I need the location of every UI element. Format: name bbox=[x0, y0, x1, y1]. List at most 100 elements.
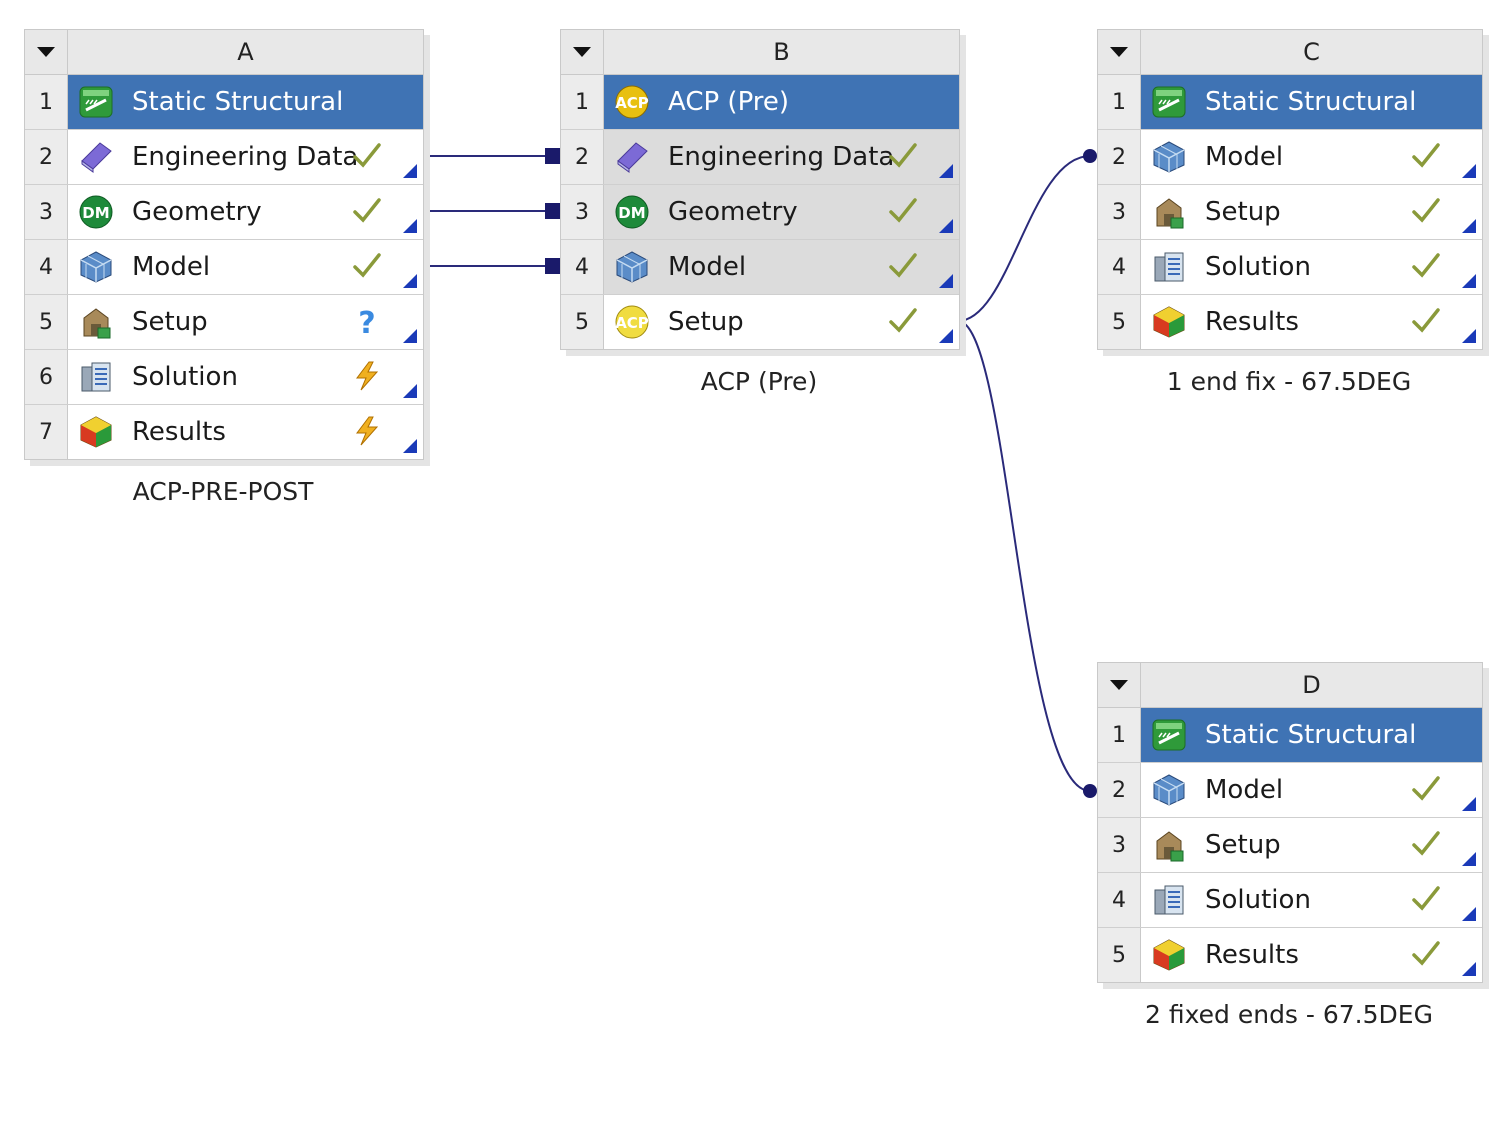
corner-marker-icon bbox=[1462, 852, 1476, 866]
cell-solution[interactable]: Solution bbox=[68, 350, 423, 404]
row-number: 3 bbox=[1098, 185, 1141, 239]
engineering-data-icon bbox=[612, 137, 652, 177]
row-number: 7 bbox=[25, 405, 68, 459]
check-icon-graphic bbox=[1410, 250, 1442, 282]
check-icon-graphic bbox=[351, 140, 383, 172]
model-icon-graphic bbox=[1151, 139, 1187, 175]
corner-marker-icon bbox=[1462, 329, 1476, 343]
model-icon-graphic bbox=[614, 249, 650, 285]
question-icon bbox=[349, 303, 385, 339]
corner-marker-icon bbox=[939, 329, 953, 343]
cell-label: Geometry bbox=[668, 197, 798, 227]
check-icon-graphic bbox=[887, 305, 919, 337]
cell-geometry-dm[interactable]: Geometry bbox=[604, 185, 959, 239]
cell-geometry-dm[interactable]: Geometry bbox=[68, 185, 423, 239]
cell-setup[interactable]: Setup bbox=[68, 295, 423, 349]
row-number: 4 bbox=[1098, 873, 1141, 927]
acp-icon-graphic bbox=[614, 84, 650, 120]
corner-marker-icon bbox=[403, 219, 417, 233]
cell-label: Static Structural bbox=[132, 87, 344, 117]
system-caption[interactable]: ACP (Pre) bbox=[700, 367, 818, 396]
cell-model[interactable]: Model bbox=[604, 240, 959, 294]
system-row: 1 Static Structural bbox=[25, 75, 423, 129]
system-letter: A bbox=[237, 38, 254, 66]
cell-solution[interactable]: Solution bbox=[1141, 873, 1482, 927]
system-header: B bbox=[561, 30, 959, 75]
dropdown-arrow-icon bbox=[1110, 680, 1128, 690]
geometry-dm-icon bbox=[612, 192, 652, 232]
results-icon bbox=[1149, 302, 1189, 342]
cell-results[interactable]: Results bbox=[68, 405, 423, 459]
cell-model[interactable]: Model bbox=[1141, 130, 1482, 184]
cell-engineering-data[interactable]: Engineering Data bbox=[68, 130, 423, 184]
check-icon bbox=[1408, 303, 1444, 339]
results-icon-graphic bbox=[78, 414, 114, 450]
system-letter: C bbox=[1303, 38, 1320, 66]
cell-label: Setup bbox=[1205, 830, 1281, 860]
system-header: A bbox=[25, 30, 423, 75]
cell-model[interactable]: Model bbox=[68, 240, 423, 294]
cell-results[interactable]: Results bbox=[1141, 295, 1482, 349]
geometry-dm-icon bbox=[76, 192, 116, 232]
system-menu-arrow[interactable] bbox=[1098, 663, 1141, 707]
solution-icon bbox=[1149, 247, 1189, 287]
system-menu-arrow[interactable] bbox=[561, 30, 604, 74]
cell-engineering-data[interactable]: Engineering Data bbox=[604, 130, 959, 184]
system-caption[interactable]: 2 fixed ends - 67.5DEG bbox=[1145, 1000, 1433, 1029]
cell-acp-setup[interactable]: Setup bbox=[604, 295, 959, 349]
system-menu-arrow[interactable] bbox=[25, 30, 68, 74]
system-caption[interactable]: ACP-PRE-POST bbox=[132, 477, 314, 506]
check-icon-graphic bbox=[1410, 140, 1442, 172]
check-icon bbox=[1408, 193, 1444, 229]
static-structural-icon-graphic bbox=[78, 84, 114, 120]
row-number: 1 bbox=[25, 75, 68, 129]
cell-model[interactable]: Model bbox=[1141, 763, 1482, 817]
cell-static-structural[interactable]: Static Structural bbox=[1141, 708, 1482, 762]
check-icon bbox=[1408, 826, 1444, 862]
check-icon-graphic bbox=[351, 250, 383, 282]
check-icon-graphic bbox=[1410, 828, 1442, 860]
cell-setup[interactable]: Setup bbox=[1141, 185, 1482, 239]
corner-marker-icon bbox=[1462, 219, 1476, 233]
solution-icon-graphic bbox=[78, 359, 114, 395]
cell-label: Results bbox=[132, 417, 226, 447]
row-number: 1 bbox=[561, 75, 604, 129]
cell-label: Static Structural bbox=[1205, 87, 1417, 117]
row-number: 2 bbox=[1098, 130, 1141, 184]
system-row: 3 Setup bbox=[1098, 184, 1482, 239]
system-menu-arrow[interactable] bbox=[1098, 30, 1141, 74]
row-number: 2 bbox=[25, 130, 68, 184]
row-number: 3 bbox=[25, 185, 68, 239]
check-icon bbox=[349, 138, 385, 174]
cell-static-structural[interactable]: Static Structural bbox=[68, 75, 423, 129]
corner-marker-icon bbox=[403, 384, 417, 398]
cell-solution[interactable]: Solution bbox=[1141, 240, 1482, 294]
lightning-icon-graphic bbox=[351, 415, 383, 447]
cell-static-structural[interactable]: Static Structural bbox=[1141, 75, 1482, 129]
engineering-data-icon-graphic bbox=[614, 139, 650, 175]
cell-label: Solution bbox=[1205, 252, 1311, 282]
check-icon bbox=[885, 138, 921, 174]
link-end-dot bbox=[1083, 149, 1097, 163]
lightning-icon-graphic bbox=[351, 360, 383, 392]
row-number: 2 bbox=[561, 130, 604, 184]
cell-setup[interactable]: Setup bbox=[1141, 818, 1482, 872]
system-caption[interactable]: 1 end fix - 67.5DEG bbox=[1166, 367, 1412, 396]
system-letter: B bbox=[773, 38, 790, 66]
check-icon-graphic bbox=[1410, 773, 1442, 805]
corner-marker-icon bbox=[1462, 164, 1476, 178]
row-number: 6 bbox=[25, 350, 68, 404]
cell-label: Setup bbox=[1205, 197, 1281, 227]
static-structural-icon bbox=[1149, 82, 1189, 122]
cell-acp[interactable]: ACP (Pre) bbox=[604, 75, 959, 129]
cell-results[interactable]: Results bbox=[1141, 928, 1482, 982]
row-number: 1 bbox=[1098, 75, 1141, 129]
geometry-dm-icon-graphic bbox=[614, 194, 650, 230]
